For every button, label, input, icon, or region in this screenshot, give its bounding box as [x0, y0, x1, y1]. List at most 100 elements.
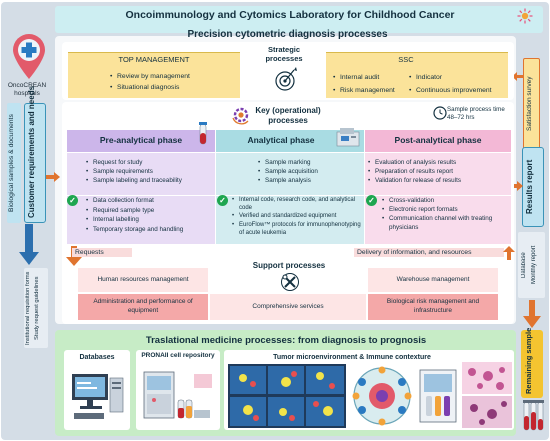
hr-label: Human resources management — [97, 276, 189, 283]
post-analytical-title: Post-analytical phase — [394, 135, 482, 145]
requests-label: Requests — [72, 248, 132, 257]
analytical-check: Verified and standardized equipment — [232, 212, 364, 220]
comprehensive-label: Comprehensive services — [252, 303, 324, 310]
comprehensive-box — [210, 294, 366, 320]
diagram-title: Oncoimmunology and Cytomics Laboratory f… — [125, 9, 455, 21]
arrow-to-results — [510, 178, 523, 191]
logo-label: OncoCREAN hospitals — [7, 82, 47, 97]
outputs-box — [518, 232, 545, 298]
computer-icon — [68, 368, 126, 426]
remaining-label: Remaining sample — [524, 327, 533, 394]
post-analytical-items: Evaluation of analysis results Preparati… — [368, 158, 510, 185]
check-icon: ✓ — [67, 195, 78, 206]
samples-label-box — [7, 103, 21, 223]
pre-analytical-title: Pre-analytical phase — [99, 135, 183, 145]
form-item-institutional: Institutional requisition forms — [25, 271, 31, 345]
post-analytical-header-bg — [365, 130, 511, 152]
post-analytical-check: Cross-validation — [382, 196, 510, 205]
cytometer-instrument-icon — [416, 366, 460, 426]
pre-analytical-check: Data collection format — [86, 196, 214, 206]
output-database: Database — [521, 252, 527, 278]
pre-analytical-check: Temporary storage and handling — [86, 225, 214, 235]
analytical-item: Sample marking — [258, 158, 362, 167]
analytical-items: Sample marking Sample acquisition Sample… — [258, 158, 362, 185]
ssc-item: Internal audit — [333, 71, 413, 84]
ssc-list-right: Indicator Continuous improvement — [409, 71, 509, 97]
top-management-item: Situational diagnosis — [110, 82, 238, 93]
sample-process-time: Sample process time 48–72 hrs — [447, 106, 505, 121]
pre-analytical-items: Request for study Sample requirements Sa… — [86, 158, 214, 185]
ssc-item: Continuous improvement — [409, 84, 509, 97]
forms-box — [24, 268, 48, 348]
pre-analytical-check: Internal labelling — [86, 215, 214, 225]
pre-analytical-item: Request for study — [86, 158, 214, 167]
admin-label: Administration and performance of equipm… — [93, 298, 193, 314]
warehouse-box — [368, 268, 498, 292]
delivery-label: Delivery of information, and resources — [354, 248, 504, 257]
results-label: Results report — [525, 159, 534, 215]
delivery-arrow — [503, 246, 515, 260]
samples-label: Biological samples & documents — [8, 114, 15, 212]
post-analytical-item: Preparation of results report — [368, 167, 510, 176]
post-analytical-item: Validation for release of results — [368, 176, 510, 185]
check-icon: ✓ — [366, 195, 377, 206]
right-down-arrow — [523, 300, 541, 328]
output-monthly-report: Monthly report — [531, 245, 537, 285]
translational-title: Traslational medicine processes: from di… — [145, 335, 427, 346]
tissue-histology-icon — [462, 362, 512, 428]
top-management-list: Review by management Situational diagnos… — [110, 71, 238, 93]
goal-target-icon — [272, 66, 298, 92]
clock-icon — [433, 106, 447, 120]
support-title: Support processes — [252, 261, 326, 270]
arrow-satisfaction — [512, 68, 524, 81]
freezer-icon — [142, 370, 214, 426]
post-analytical-check: Communication channel with treating phys… — [382, 214, 510, 232]
bio-risk-label: Biological risk management and infrastru… — [386, 298, 480, 314]
ssc-item: Indicator — [409, 71, 509, 84]
analytical-check: EuroFlow™ protocols for immunophenotypin… — [232, 221, 364, 237]
top-management-title: TOP MANAGEMENT — [118, 55, 190, 64]
header-band — [55, 6, 543, 33]
arrow-requirements-to-key — [46, 169, 60, 182]
analytical-checks: Internal code, research code, and analyt… — [232, 196, 364, 237]
databases-label: Databases — [79, 354, 115, 361]
ssc-list-left: Internal audit Risk management — [333, 71, 413, 97]
post-analytical-check: Electronic report formats — [382, 205, 510, 214]
analytical-check: Internal code, research code, and analyt… — [232, 196, 364, 212]
post-analytical-checks: Cross-validation Electronic report forma… — [382, 196, 510, 232]
hospital-location-icon — [10, 32, 48, 80]
repository-label: PRONAII cell repository — [141, 352, 215, 359]
ssc-item: Risk management — [333, 84, 413, 97]
analytical-item: Sample acquisition — [258, 167, 362, 176]
tumor-cell-icon — [350, 362, 414, 428]
pre-analytical-item: Sample requirements — [86, 167, 214, 176]
pre-analytical-checks: Data collection format Required sample t… — [86, 196, 214, 234]
cytometry-plots-image — [228, 364, 346, 428]
test-tube-icon — [196, 122, 210, 146]
strategic-title: Strategic processes — [265, 45, 303, 63]
ssc-title: SSC — [398, 55, 414, 64]
pre-analytical-check: Required sample type — [86, 206, 214, 216]
analytical-title: Analytical phase — [247, 135, 315, 145]
requirements-box — [24, 103, 46, 223]
admin-box — [78, 294, 208, 320]
remaining-box — [521, 330, 543, 398]
requirements-label: Customer requirements and needs — [27, 85, 36, 218]
sun-logo-icon — [517, 8, 533, 24]
bio-risk-box — [368, 294, 498, 320]
test-tubes-icon — [521, 400, 545, 434]
wrench-tools-icon — [280, 272, 300, 292]
pre-analytical-header-bg — [67, 130, 215, 152]
post-analytical-item: Evaluation of analysis results — [368, 158, 510, 167]
key-processes-title: Key (operational) processes — [255, 106, 321, 125]
tumor-label: Tumor microenvironment & Immune contextu… — [273, 354, 431, 361]
analytical-header-bg — [216, 130, 364, 152]
form-item-guidelines: Study request guidelines — [34, 276, 40, 340]
pre-analytical-item: Sample labeling and traceability — [86, 176, 214, 185]
section-subtitle: Precision cytometric diagnosis processes — [187, 29, 388, 40]
warehouse-label: Warehouse management — [396, 276, 470, 283]
left-flow-arrow — [18, 224, 40, 266]
cytometer-icon — [336, 126, 362, 148]
gear-process-icon — [230, 104, 252, 126]
